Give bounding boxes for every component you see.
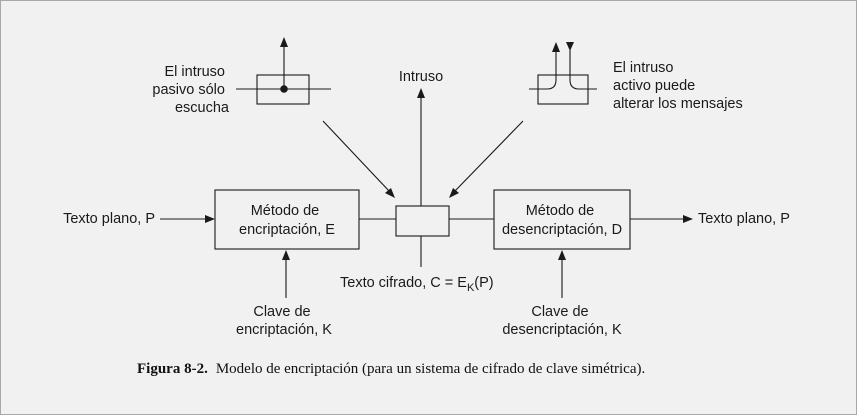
ciphertext-label: Texto cifrado, C = EK(P) (340, 275, 494, 294)
decryption-method-box (493, 189, 631, 250)
plaintext-in-label: Texto plano, P (63, 211, 155, 227)
figure-number: Figura 8-2. (137, 361, 208, 377)
active-to-channel-arrow (449, 120, 524, 198)
plaintext-out-arrow (630, 215, 693, 223)
channel-box (395, 205, 450, 237)
encryption-key-label: Clave de encriptación, K (236, 304, 332, 338)
passive-intruder-icon (236, 37, 331, 105)
decryption-method-label: Método de desencriptación, D (502, 203, 622, 238)
decryption-key-arrow (558, 250, 566, 298)
encryption-method-box (214, 189, 360, 250)
encryption-method-label: Método de encriptación, E (239, 203, 335, 238)
plaintext-out-label: Texto plano, P (698, 211, 790, 227)
intruder-label: Intruso (399, 69, 443, 85)
figure-caption: Figura 8-2. Modelo de encriptación (para … (137, 361, 645, 377)
passive-intruder-label: El intruso pasivo sólo escucha (152, 64, 230, 116)
encryption-key-arrow (282, 250, 290, 298)
active-intruder-label: El intruso activo puede alterar los mens… (613, 60, 743, 112)
passive-to-channel-arrow (322, 120, 395, 198)
decryption-key-label: Clave de desencriptación, K (502, 304, 622, 338)
intruder-arrow (417, 88, 425, 206)
active-intruder-icon (529, 42, 597, 105)
caption-text: Modelo de encriptación (para un sistema … (216, 361, 645, 377)
plaintext-in-arrow (160, 215, 215, 223)
